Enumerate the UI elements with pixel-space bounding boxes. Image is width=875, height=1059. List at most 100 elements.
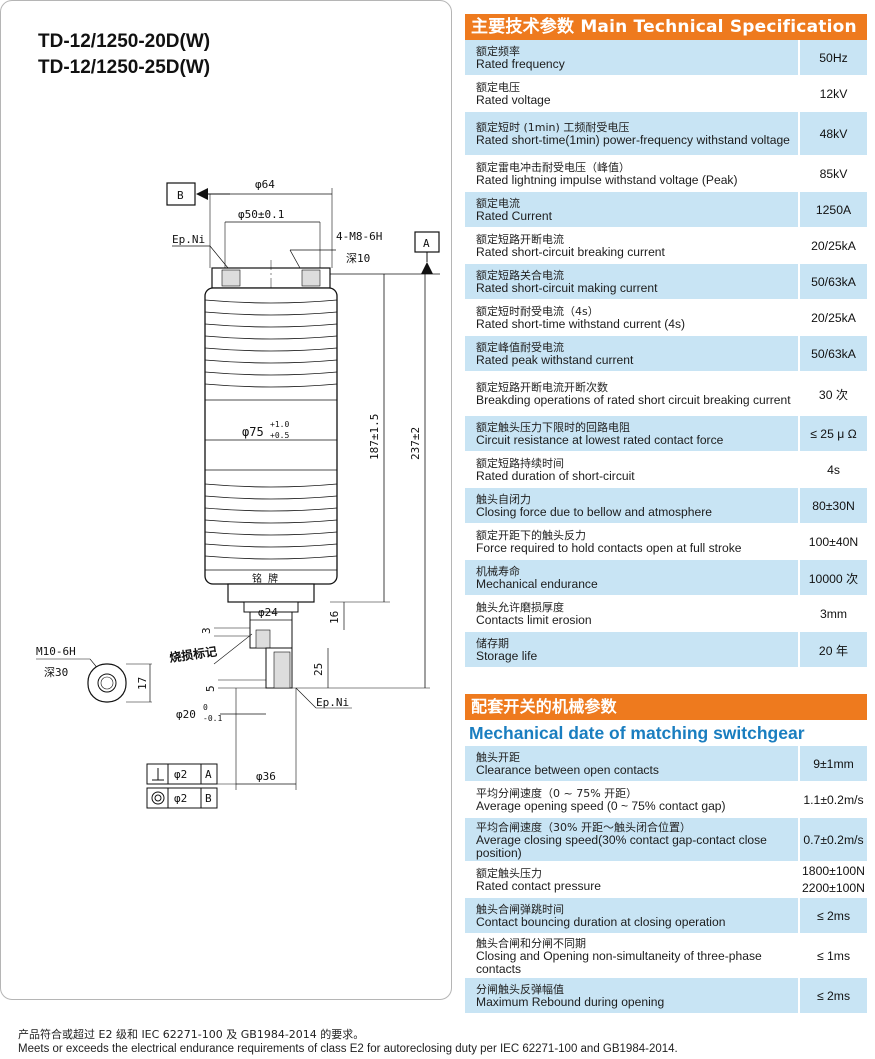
note-thread-m8: 4-M8-6H	[336, 230, 382, 243]
dim-237: 237±2	[409, 427, 422, 460]
spec-value: 20 年	[800, 632, 867, 667]
nameplate-label: 铭 牌	[252, 572, 278, 585]
main-spec-title: 主要技术参数 Main Technical Specification	[465, 14, 867, 40]
spec-value: 10000 次	[800, 560, 867, 595]
spec-label-en: Clearance between open contacts	[476, 763, 659, 777]
spec-label-en: Contacts limit erosion	[476, 613, 592, 627]
spec-label-en: Closing force due to bellow and atmosphe…	[476, 505, 712, 519]
spec-label-zh: 额定频率	[476, 45, 520, 58]
spec-label-en: Rated lightning impulse withstand voltag…	[476, 173, 738, 187]
spec-row: 平均合闸速度（30% 开距～触头闭合位置）Average closing spe…	[465, 818, 867, 862]
footer-line-zh: 产品符合或超过 E2 级和 IEC 62271-100 及 GB1984-201…	[18, 1028, 365, 1041]
spec-label-zh: 额定短时 (1min) 工频耐受电压	[476, 121, 630, 134]
dim-16: 16	[328, 611, 341, 624]
spec-value: 100±40N	[800, 524, 867, 559]
spec-label-en: Rated contact pressure	[476, 879, 602, 893]
spec-value: 0.7±0.2m/s	[800, 818, 867, 861]
technical-drawing: B φ64 φ50±0.1 Ep.Ni 4-M8-6H 深10 A φ75	[36, 178, 440, 809]
spec-label-zh: 触头合闸和分闸不同期	[476, 936, 586, 950]
spec-value: 20/25kA	[800, 228, 867, 263]
spec-label-zh: 储存期	[476, 637, 509, 650]
note-depth10: 深10	[346, 252, 370, 265]
spec-value: 4s	[800, 452, 867, 487]
spec-label-zh: 平均分闸速度（0 ~ 75% 开距）	[476, 787, 638, 800]
spec-value-line: 1800±100N	[802, 863, 865, 878]
spec-label-en: Rated voltage	[476, 93, 551, 107]
spec-label-zh: 额定短路关合电流	[476, 269, 564, 282]
dim-3: 3	[200, 627, 213, 634]
dim-phi20-tol-upper: 0	[203, 703, 208, 712]
datum-a-label: A	[423, 237, 430, 250]
spec-label-en: Rated frequency	[476, 57, 565, 71]
spec-label-zh: 额定短路开断电流开断次数	[476, 381, 608, 394]
spec-label-en: Rated short-circuit making current	[476, 281, 658, 295]
spec-label-zh: 额定电压	[476, 81, 520, 94]
footer-note: 产品符合或超过 E2 级和 IEC 62271-100 及 GB1984-201…	[18, 1027, 678, 1057]
mech-spec-subtitle: Mechanical date of matching switchgear	[469, 723, 805, 743]
dim-phi64: φ64	[255, 178, 275, 191]
spec-value: 1.1±0.2m/s	[800, 782, 867, 817]
spec-value-line: 2200±100N	[802, 880, 865, 895]
spec-label-zh: 触头开距	[476, 751, 520, 764]
mech-spec-title: 配套开关的机械参数	[465, 694, 867, 720]
gdt-conc-tol: φ2	[174, 792, 187, 805]
note-m10: M10-6H	[36, 645, 76, 658]
spec-label-en: Maximum Rebound during opening	[476, 995, 665, 1009]
model-name-1: TD-12/1250-20D(W)	[38, 31, 211, 52]
spec-value: 50Hz	[800, 40, 867, 75]
spec-row: 额定雷电冲击耐受电压（峰值）Rated lightning impulse wi…	[465, 156, 867, 192]
spec-value: 48kV	[800, 112, 867, 155]
spec-label-zh: 触头允许磨损厚度	[476, 601, 564, 614]
spec-label-zh: 额定触头压力	[476, 867, 542, 880]
footer-line-en: Meets or exceeds the electrical enduranc…	[18, 1043, 678, 1055]
spec-label-en: Storage life	[476, 649, 538, 663]
dim-25: 25	[312, 663, 325, 676]
gdt-concentricity	[146, 787, 218, 809]
spec-panel: 主要技术参数 Main Technical Specification 额定频率…	[465, 14, 867, 1014]
datum-b-triangle	[196, 188, 208, 200]
spec-label-zh: 额定短时耐受电流（4s）	[476, 305, 599, 318]
spec-label-zh: 额定短路开断电流	[476, 233, 564, 246]
spec-label-en: Rated short-circuit breaking current	[476, 245, 665, 259]
sheds-top	[204, 299, 338, 388]
spec-label: 平均分闸速度（0 ~ 75% 开距）Average opening speed …	[465, 782, 798, 817]
spec-row: 额定短时耐受电流（4s）Rated short-time withstand c…	[465, 300, 867, 336]
spec-value: 3mm	[800, 596, 867, 631]
spec-value: 20/25kA	[800, 300, 867, 335]
spec-value: 9±1mm	[800, 746, 867, 781]
dim-17: 17	[136, 677, 149, 690]
model-name-2: TD-12/1250-25D(W)	[38, 57, 211, 78]
spec-label: 平均合闸速度（30% 开距～触头闭合位置）Average closing spe…	[465, 818, 798, 861]
gdt-perpendicularity	[146, 763, 218, 785]
spec-label-en: Rated Current	[476, 209, 552, 223]
dim-phi20-tol-lower: -0.1	[203, 714, 222, 723]
dim-phi75-tol-lower: +0.5	[270, 431, 289, 440]
